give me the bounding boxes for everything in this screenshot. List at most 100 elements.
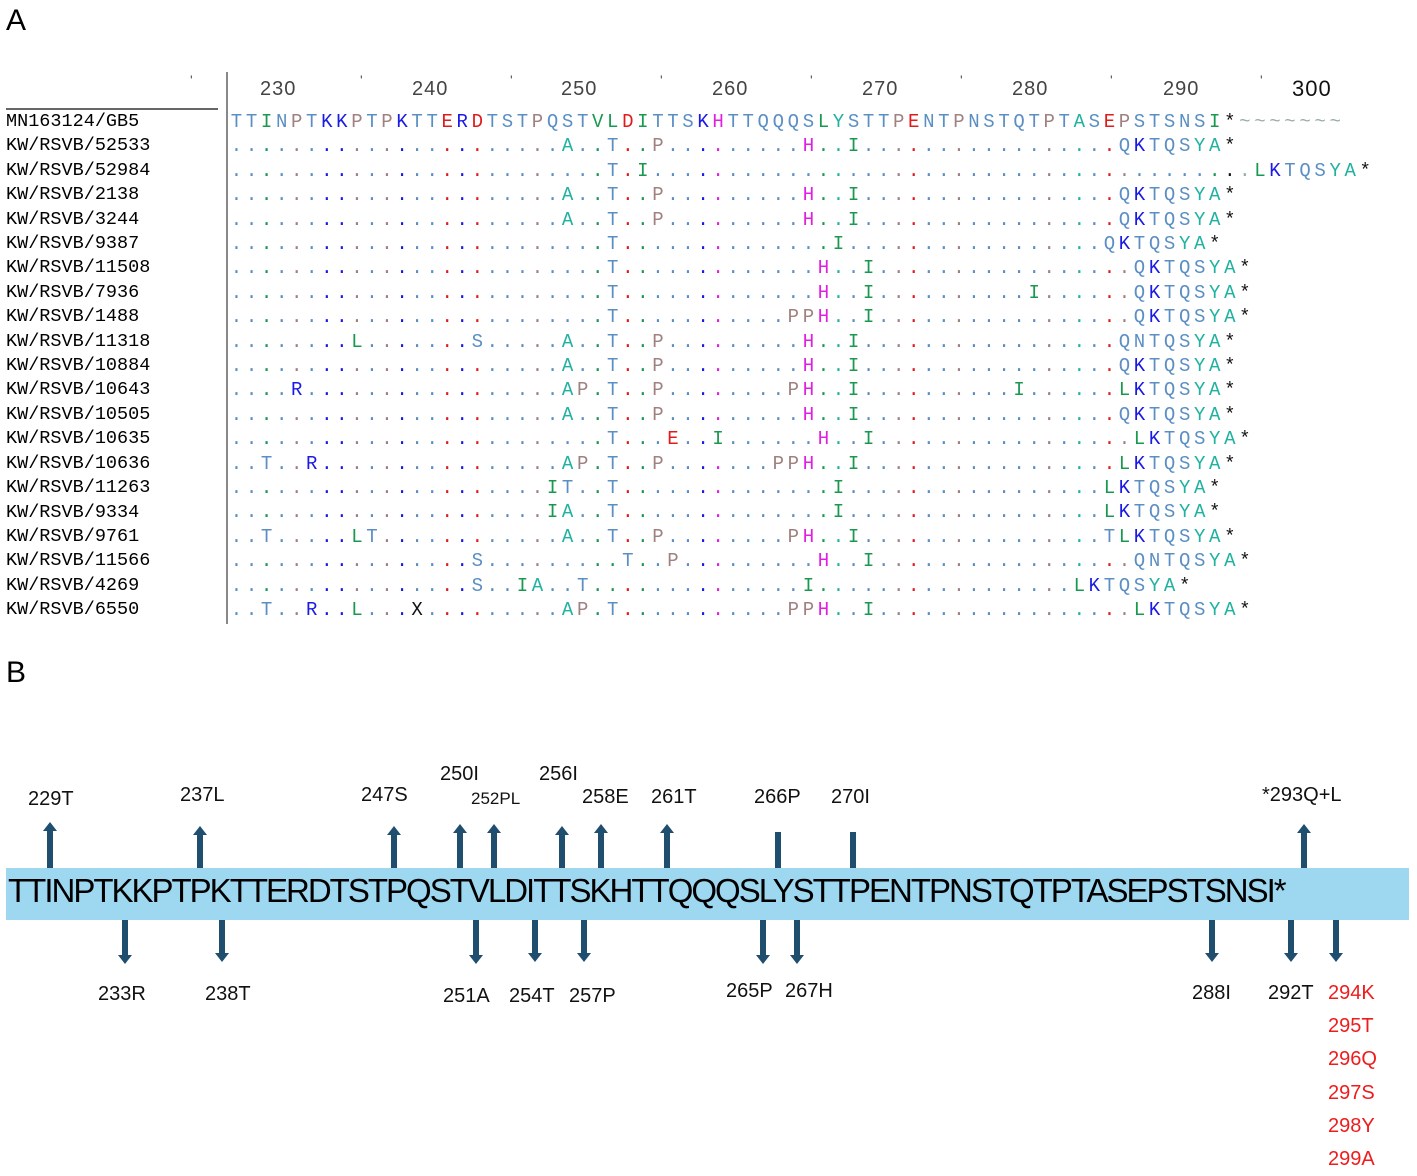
residue: . <box>501 159 514 182</box>
residue: . <box>862 379 875 402</box>
residue: . <box>1163 159 1176 182</box>
residue: . <box>892 550 905 573</box>
residue: T <box>1163 281 1176 304</box>
residue: . <box>998 599 1010 621</box>
residue: . <box>1043 428 1055 451</box>
residue: T <box>607 281 619 304</box>
arrow-up-250 <box>453 824 467 868</box>
arrow-down-257 <box>577 920 591 962</box>
residue: . <box>923 355 935 377</box>
residue: . <box>968 159 980 182</box>
residue: . <box>471 428 483 451</box>
residue: . <box>1058 403 1070 426</box>
residue: P <box>787 452 800 475</box>
residue: . <box>938 281 950 304</box>
residue: . <box>275 135 288 158</box>
residue: . <box>607 550 619 573</box>
residue: . <box>591 355 604 377</box>
residue: . <box>1088 550 1101 573</box>
residue: . <box>306 550 318 573</box>
residue: . <box>396 208 408 231</box>
residue: . <box>426 452 438 475</box>
residue: . <box>381 281 393 304</box>
residue: . <box>953 233 965 255</box>
residue: . <box>953 403 965 426</box>
residue: . <box>366 403 378 426</box>
residue: . <box>486 525 499 548</box>
residue: . <box>742 257 754 280</box>
residue: . <box>591 379 604 402</box>
residue: . <box>230 379 243 402</box>
residue: . <box>245 184 258 207</box>
residue: P <box>652 403 664 426</box>
residue: . <box>727 452 739 475</box>
residue: . <box>366 477 378 499</box>
residue: P <box>652 208 664 231</box>
residue: . <box>892 330 905 353</box>
residue: . <box>456 525 468 548</box>
residue: . <box>321 184 333 207</box>
residue: . <box>787 428 800 451</box>
residue: . <box>712 159 724 182</box>
residue: . <box>456 452 468 475</box>
residue: . <box>938 355 950 377</box>
residue: T <box>1163 550 1176 573</box>
residue: Q <box>1133 257 1146 280</box>
residue: L <box>1103 477 1116 499</box>
residue: . <box>923 525 935 548</box>
residue: P <box>802 306 815 329</box>
residue: Y <box>1209 550 1221 573</box>
residue: Y <box>1193 379 1206 402</box>
residue: . <box>546 281 559 304</box>
residue: E <box>441 111 453 133</box>
residue: . <box>561 281 574 304</box>
residue: * <box>1239 599 1251 621</box>
extension-label-299A: 299A <box>1328 1148 1375 1170</box>
residue: . <box>441 184 453 207</box>
residue: . <box>441 452 453 475</box>
residue: P <box>531 111 544 133</box>
residue: . <box>1073 550 1085 573</box>
residue: . <box>1043 208 1055 231</box>
residue: . <box>968 501 980 524</box>
residue: . <box>772 379 784 402</box>
residue: . <box>998 233 1010 255</box>
residue: . <box>486 184 499 207</box>
ruler-minor-tick: ' <box>1260 72 1263 88</box>
ruler-minor-tick: ' <box>360 72 363 88</box>
residue: . <box>983 501 995 524</box>
residue: . <box>1013 330 1025 353</box>
residue: . <box>908 306 920 329</box>
residue: . <box>1043 257 1055 280</box>
residue: . <box>667 452 679 475</box>
residue: . <box>366 550 378 573</box>
residue: . <box>1118 159 1131 182</box>
residue: * <box>1178 574 1191 597</box>
residue: . <box>321 452 333 475</box>
residue: T <box>607 501 619 524</box>
residue: . <box>697 184 709 207</box>
residue: . <box>591 330 604 353</box>
residue: L <box>1118 525 1131 548</box>
residue: . <box>712 355 724 377</box>
residue: T <box>607 452 619 475</box>
residue: N <box>923 111 935 133</box>
residue: L <box>1133 599 1146 621</box>
residue: . <box>772 159 784 182</box>
residue: . <box>607 574 619 597</box>
residue: . <box>381 306 393 329</box>
residue: . <box>321 330 333 353</box>
residue: . <box>908 355 920 377</box>
residue: . <box>426 208 438 231</box>
residue: . <box>1118 306 1131 329</box>
residue: . <box>983 574 995 597</box>
residue: . <box>892 501 905 524</box>
residue: . <box>697 428 709 451</box>
residue: . <box>712 208 724 231</box>
residue: . <box>727 574 739 597</box>
residue: . <box>727 599 739 621</box>
residue: . <box>516 208 529 231</box>
residue: . <box>938 403 950 426</box>
residue: . <box>908 330 920 353</box>
ruler-tick-250: 250 <box>561 78 598 100</box>
